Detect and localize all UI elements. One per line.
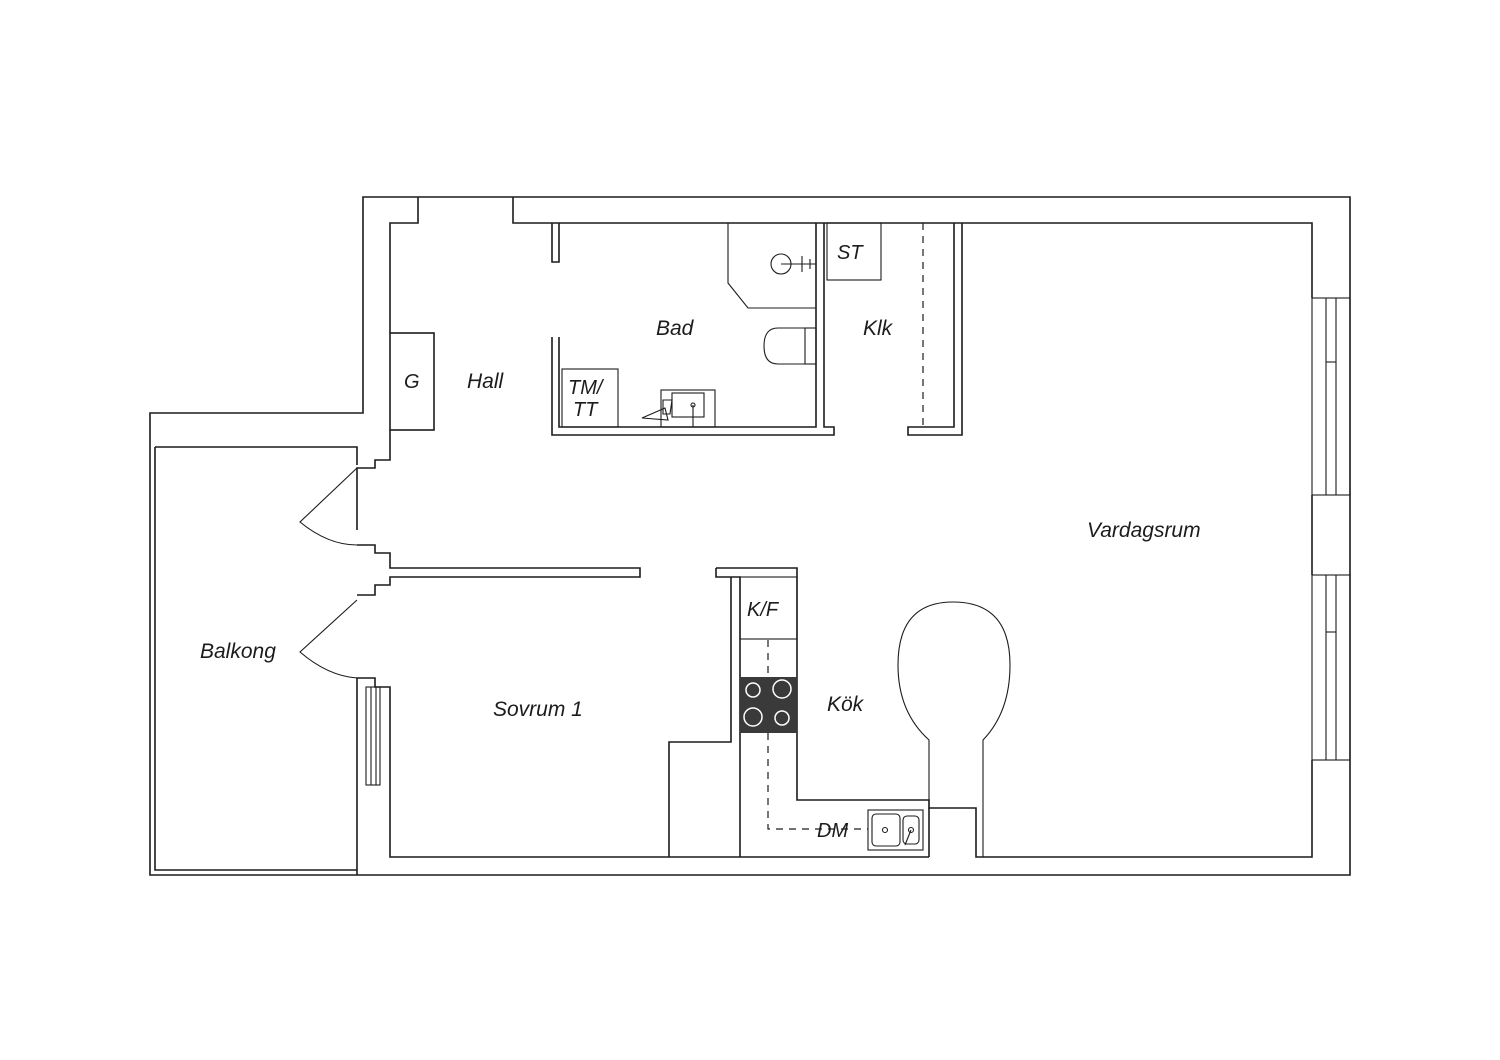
toilet — [763, 327, 817, 365]
fixture-label-g: G — [404, 371, 420, 393]
room-label-hall: Hall — [467, 370, 505, 393]
tm-tt-box — [561, 368, 619, 428]
kitchen-sink — [867, 809, 924, 851]
window-living-upper — [1311, 297, 1351, 496]
window-bedroom — [365, 686, 381, 786]
fixture-label-dm: DM — [817, 820, 848, 842]
closet-walls — [826, 222, 963, 436]
room-label-balkong: Balkong — [200, 640, 276, 663]
counter-dashed — [767, 640, 868, 830]
dining-table — [897, 601, 1011, 857]
balcony-door-lower — [299, 599, 358, 679]
fixture-label-tm: TM/ — [568, 377, 605, 399]
fixture-label-tt: TT — [573, 399, 599, 421]
shower-head — [770, 253, 816, 275]
room-label-vardagsrum: Vardagsrum — [1087, 519, 1201, 542]
wardrobe-g — [389, 332, 435, 431]
room-label-bad: Bad — [656, 317, 695, 340]
fridge-kf — [739, 576, 798, 640]
fixture-label-st: ST — [837, 242, 864, 264]
fixture-label-kf: K/F — [747, 599, 780, 621]
balcony-door-upper — [299, 467, 358, 546]
room-label-klk: Klk — [863, 317, 894, 340]
window-living-lower — [1311, 574, 1351, 761]
room-label-kok: Kök — [827, 693, 865, 716]
stove — [740, 677, 797, 733]
bath-sink — [641, 389, 716, 428]
room-label-sovrum: Sovrum 1 — [493, 698, 583, 721]
